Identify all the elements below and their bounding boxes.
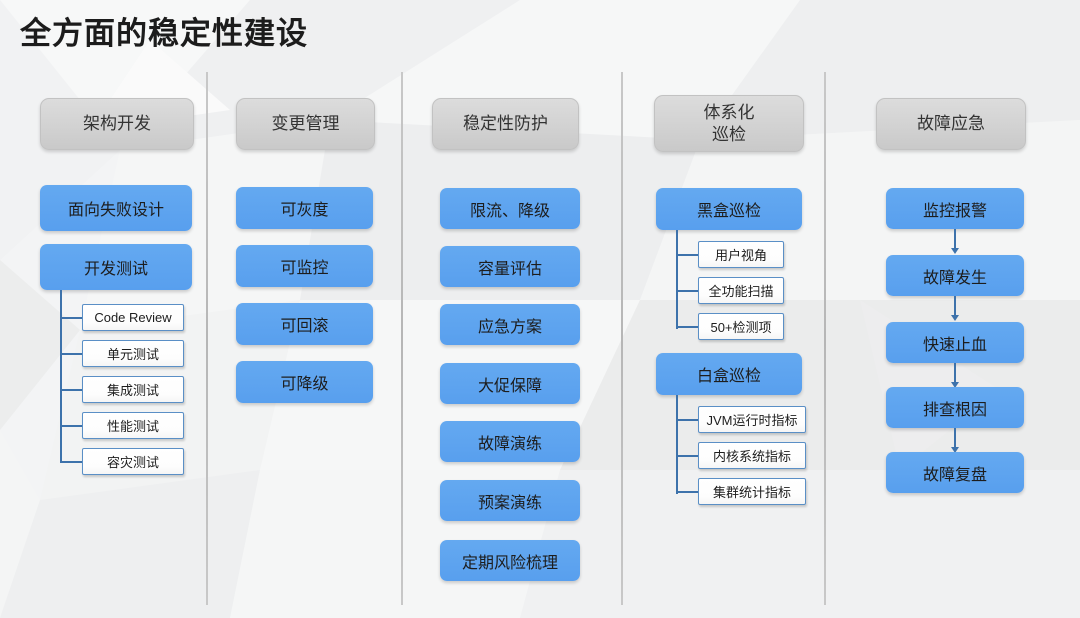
column-header-architecture-development: 架构开发 (40, 98, 194, 150)
page-title: 全方面的稳定性建设 (20, 16, 308, 51)
tree-branch-whitebox-2 (676, 455, 698, 457)
flow-arrow-line-3 (954, 363, 956, 383)
node-degradable[interactable]: 可降级 (236, 361, 373, 403)
column-divider-1 (206, 72, 208, 605)
flow-arrow-head-3 (951, 382, 959, 388)
column-divider-3 (621, 72, 623, 605)
tree-branch-3 (60, 389, 82, 391)
tree-branch-4 (60, 425, 82, 427)
column-divider-2 (401, 72, 403, 605)
tree-trunk-blackbox (676, 230, 678, 329)
leaf-cluster-statistics-metrics[interactable]: 集群统计指标 (698, 478, 806, 505)
tree-branch-1 (60, 317, 82, 319)
node-fault-occurs[interactable]: 故障发生 (886, 255, 1024, 296)
node-whitebox-inspection[interactable]: 白盒巡检 (656, 353, 802, 395)
tree-branch-blackbox-2 (676, 290, 698, 292)
flow-arrow-head-4 (951, 447, 959, 453)
tree-branch-whitebox-3 (676, 491, 698, 493)
leaf-code-review[interactable]: Code Review (82, 304, 184, 331)
node-plan-drill[interactable]: 预案演练 (440, 480, 580, 521)
node-fault-drill[interactable]: 故障演练 (440, 421, 580, 462)
tree-branch-2 (60, 353, 82, 355)
flow-arrow-line-2 (954, 296, 956, 316)
column-header-line2: 巡检 (712, 124, 746, 144)
node-monitorable[interactable]: 可监控 (236, 245, 373, 287)
tree-trunk-development-testing (60, 290, 62, 462)
node-failure-oriented-design[interactable]: 面向失败设计 (40, 185, 192, 231)
flow-arrow-head-1 (951, 248, 959, 254)
column-header-change-management: 变更管理 (236, 98, 375, 150)
leaf-performance-test[interactable]: 性能测试 (82, 412, 184, 439)
tree-branch-whitebox-1 (676, 419, 698, 421)
tree-branch-5 (60, 461, 82, 463)
tree-branch-blackbox-1 (676, 254, 698, 256)
leaf-user-perspective[interactable]: 用户视角 (698, 241, 784, 268)
node-capacity-evaluation[interactable]: 容量评估 (440, 246, 580, 287)
flow-arrow-line-1 (954, 229, 956, 249)
node-periodic-risk-review[interactable]: 定期风险梳理 (440, 540, 580, 581)
leaf-disaster-recovery-test[interactable]: 容灾测试 (82, 448, 184, 475)
node-rollbackable[interactable]: 可回滚 (236, 303, 373, 345)
node-root-cause-analysis[interactable]: 排查根因 (886, 387, 1024, 428)
leaf-full-function-scan[interactable]: 全功能扫描 (698, 277, 784, 304)
column-header-line1: 体系化 (703, 103, 755, 123)
leaf-unit-test[interactable]: 单元测试 (82, 340, 184, 367)
node-emergency-plan[interactable]: 应急方案 (440, 304, 580, 345)
node-fault-review[interactable]: 故障复盘 (886, 452, 1024, 493)
flow-arrow-head-2 (951, 315, 959, 321)
node-blackbox-inspection[interactable]: 黑盒巡检 (656, 188, 802, 230)
leaf-kernel-system-metrics[interactable]: 内核系统指标 (698, 442, 806, 469)
node-rapid-stop-bleeding[interactable]: 快速止血 (886, 322, 1024, 363)
node-grayscale-release[interactable]: 可灰度 (236, 187, 373, 229)
column-header-fault-emergency: 故障应急 (876, 98, 1026, 150)
node-monitoring-alarm[interactable]: 监控报警 (886, 188, 1024, 229)
column-header-systematic-inspection: 体系化 巡检 (654, 95, 804, 152)
leaf-jvm-runtime-metrics[interactable]: JVM运行时指标 (698, 406, 806, 433)
column-header-stability-protection: 稳定性防护 (432, 98, 579, 150)
node-promotion-assurance[interactable]: 大促保障 (440, 363, 580, 404)
tree-branch-blackbox-3 (676, 326, 698, 328)
node-development-testing[interactable]: 开发测试 (40, 244, 192, 290)
leaf-50plus-check-items[interactable]: 50+检测项 (698, 313, 784, 340)
node-rate-limit-degrade[interactable]: 限流、降级 (440, 188, 580, 229)
tree-trunk-whitebox (676, 395, 678, 494)
leaf-integration-test[interactable]: 集成测试 (82, 376, 184, 403)
column-divider-4 (824, 72, 826, 605)
flow-arrow-line-4 (954, 428, 956, 448)
